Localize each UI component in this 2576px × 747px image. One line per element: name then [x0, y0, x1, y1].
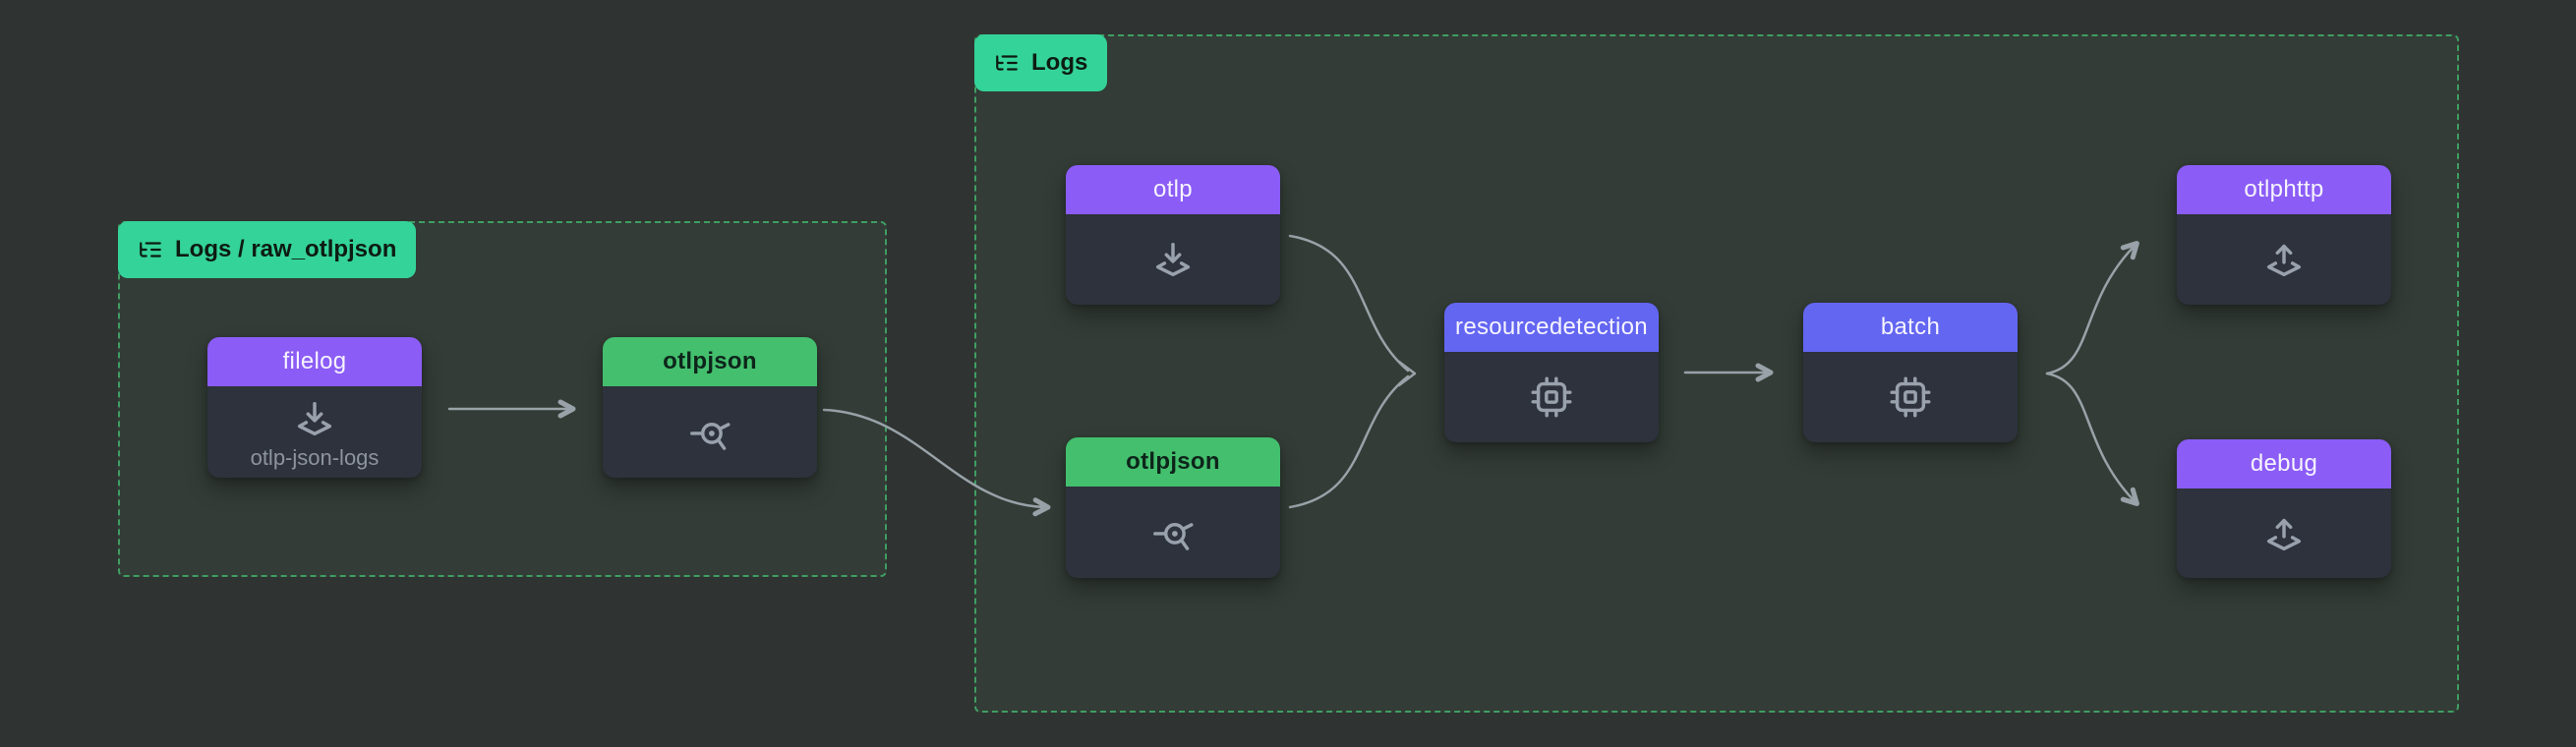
node-title: resourcedetection: [1444, 303, 1659, 352]
node-filelog-receiver[interactable]: filelog otlp-json-logs: [207, 337, 422, 478]
connector-icon: [690, 422, 731, 450]
node-subtitle: otlp-json-logs: [250, 444, 380, 470]
pipeline-badge-label: Logs: [1031, 49, 1088, 76]
node-title: otlphttp: [2177, 165, 2391, 214]
node-otlpjson-connector-raw[interactable]: otlpjson: [603, 337, 817, 478]
node-debug-exporter[interactable]: debug: [2177, 439, 2391, 578]
list-tree-icon: [140, 242, 161, 258]
node-resourcedetection-processor[interactable]: resourcedetection: [1444, 303, 1659, 442]
node-otlphttp-exporter[interactable]: otlphttp: [2177, 165, 2391, 305]
node-title: otlp: [1066, 165, 1280, 214]
node-batch-processor[interactable]: batch: [1803, 303, 2018, 442]
node-otlpjson-connector-logs[interactable]: otlpjson: [1066, 437, 1280, 578]
node-title: debug: [2177, 439, 2391, 488]
connector-icon: [1153, 522, 1194, 550]
exporter-icon: [2266, 518, 2302, 550]
pipeline-badge-label: Logs / raw_otlpjson: [175, 236, 397, 262]
processor-icon: [1531, 376, 1572, 418]
receiver-icon: [1155, 242, 1191, 277]
receiver-icon: [297, 401, 332, 435]
node-title: otlpjson: [1066, 437, 1280, 487]
exporter-icon: [2266, 244, 2302, 277]
list-tree-icon: [996, 55, 1018, 71]
pipeline-group-logs: Logs: [974, 34, 2459, 713]
pipeline-badge-logs-raw-otlpjson[interactable]: Logs / raw_otlpjson: [118, 221, 417, 278]
processor-icon: [1890, 376, 1931, 418]
node-title: filelog: [207, 337, 422, 386]
node-otlp-receiver[interactable]: otlp: [1066, 165, 1280, 305]
node-title: batch: [1803, 303, 2018, 352]
pipeline-badge-logs[interactable]: Logs: [974, 34, 1108, 91]
node-title: otlpjson: [603, 337, 817, 386]
